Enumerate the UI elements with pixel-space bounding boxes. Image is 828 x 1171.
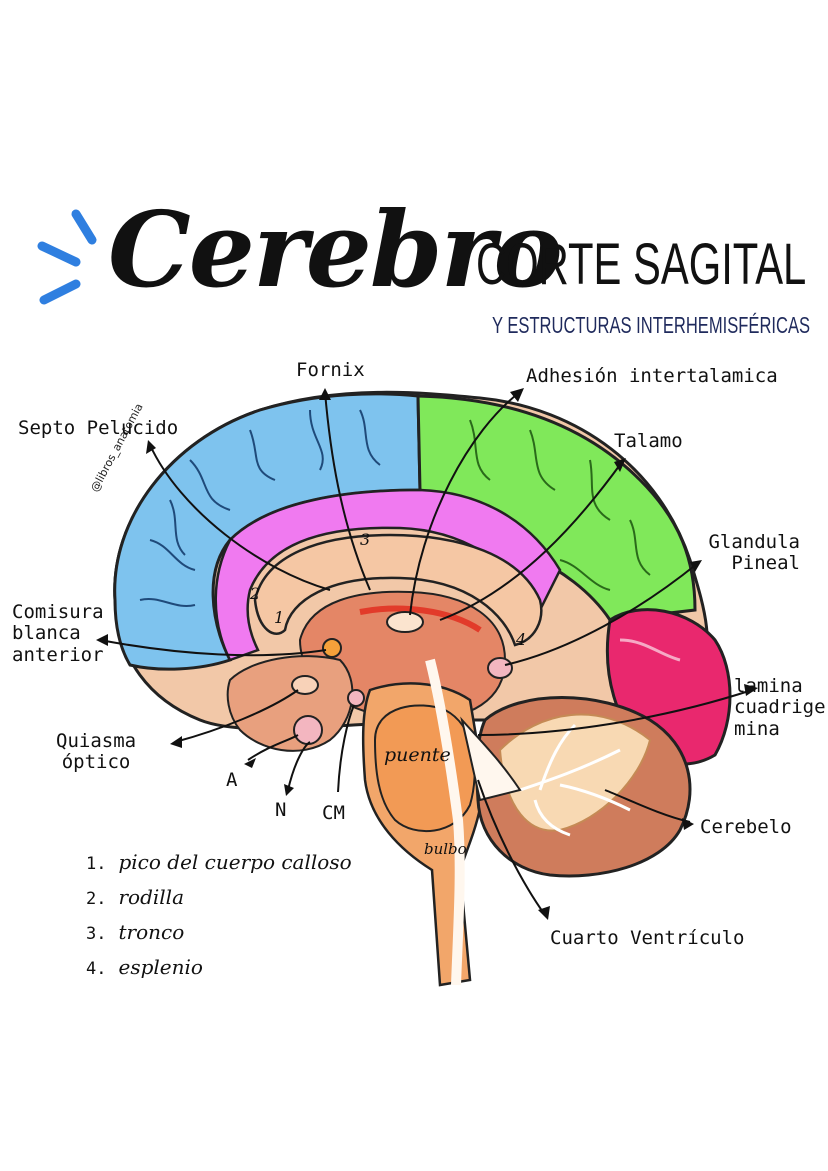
leader-lines [99,391,753,916]
arrow-a [247,734,299,761]
legend-text: rodilla [118,885,185,909]
label-adhesion: Adhesión intertalamica [526,365,778,387]
fourth-ventricle [460,716,522,802]
cc-number-2: 2 [250,584,261,603]
label-talamo: Talamo [614,430,683,452]
arrow-pineal [504,562,699,666]
legend-text: esplenio [118,955,203,979]
arrow-talamo [439,461,623,621]
arrow-adhesion [409,391,521,616]
cc-number-1: 1 [274,608,285,627]
label-quiasma: Quiasma óptico [56,730,137,774]
arrow-fornix [324,391,371,591]
label-puente: puente [384,744,451,766]
label-n: N [275,799,287,821]
page-subtitle: CORTE SAGITAL [476,232,807,297]
arbor-vitae [498,713,652,832]
label-comisura: Comisura blanca anterior [12,601,104,666]
title-accent-icon [36,206,100,310]
hypothalamus [226,655,354,752]
label-cm: CM [322,802,345,824]
legend-item: 2. rodilla [86,881,352,916]
arrow-septo [149,444,331,591]
label-bulbo: bulbo [424,840,467,858]
pituitary [293,715,323,745]
arrow-cuarto [477,779,546,916]
mammillary-body [347,689,365,707]
arrow-cerebelo [604,789,691,823]
arrow-lamina [477,689,753,736]
legend-number: 4. [86,959,107,979]
label-cerebelo: Cerebelo [700,816,792,838]
label-cuarto: Cuarto Ventrículo [550,927,745,949]
page-subsubtitle: Y ESTRUCTURAS INTERHEMISFÉRICAS [492,312,811,338]
arrow-n [287,741,311,791]
legend-text: pico del cuerpo calloso [118,850,352,874]
anterior-commissure [322,638,342,658]
legend: 1. pico del cuerpo calloso 2. rodilla 3. tr… [86,846,352,986]
arrow-comisura [99,639,327,657]
cc-number-3: 3 [360,530,371,549]
cingulate-gyrus [214,488,562,662]
corpus-callosum [253,533,543,647]
arrow-heads [96,388,758,920]
label-fornix: Fornix [296,359,365,381]
legend-number: 2. [86,889,107,909]
legend-item: 3. tronco [86,916,352,951]
pineal-gland [487,657,513,679]
legend-number: 1. [86,854,107,874]
arrow-cm [337,704,355,793]
page-title: Cerebro [108,188,563,311]
cc-number-4: 4 [516,630,527,649]
legend-text: tronco [118,920,185,944]
interthalamic-adhesion [386,611,424,633]
arrow-quiasma [174,689,299,743]
legend-item: 4. esplenio [86,951,352,986]
legend-item: 1. pico del cuerpo calloso [86,846,352,881]
legend-number: 3. [86,924,107,944]
label-a: A [226,769,238,791]
label-lamina: lamina cuadrige- mina [734,676,826,740]
label-septo: Septo Pelucido [18,417,179,439]
optic-chiasm [291,675,319,695]
label-glandula: Glandula Pineal [708,531,800,575]
